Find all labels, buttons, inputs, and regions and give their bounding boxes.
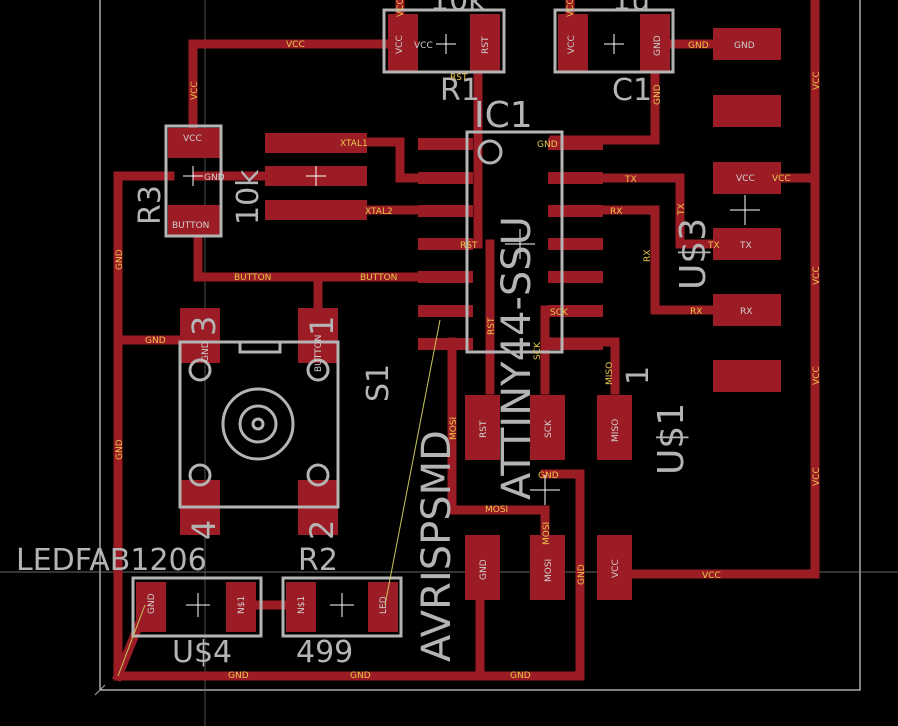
r2-name: R2 (298, 543, 338, 578)
s1-pin1: 1 (303, 316, 341, 336)
pad-isp-miso: MISO (611, 419, 621, 442)
pad-r1-vcc-b: VCC (414, 41, 433, 51)
net-gnd-bottom3: GND (510, 671, 531, 681)
net-vcc-rail3: VCC (812, 366, 822, 385)
trace-vcc-rail (607, 0, 820, 579)
pad-led-n1: N$1 (237, 596, 247, 614)
net-tx-2: TX (707, 241, 720, 251)
net-vcc-top: VCC (286, 40, 305, 50)
ic1-name: IC1 (474, 95, 533, 136)
s1-name: S1 (361, 364, 396, 402)
net-vcc-r3: VCC (190, 81, 200, 100)
net-gnd-bottom1: GND (228, 671, 249, 681)
r3-name: R3 (133, 185, 168, 225)
s1-pin3: 3 (185, 316, 223, 336)
pad-hdr-gnd: GND (734, 41, 755, 51)
net-mosi-1: MOSI (449, 417, 459, 440)
c1-name: C1 (612, 73, 652, 108)
net-vcc-rail2: VCC (812, 266, 822, 285)
pad-s1-gnd: GND (201, 341, 211, 362)
r3-value: 10k (231, 169, 266, 225)
net-vcc-rail4: VCC (812, 467, 822, 486)
net-gnd-bottom2: GND (350, 671, 371, 681)
net-gnd-left3: GND (115, 439, 125, 460)
net-xtal2: XTAL2 (365, 207, 393, 217)
pad-r1-vcc: VCC (395, 35, 405, 54)
ic1-value: ATTINY44-SSU (494, 216, 540, 500)
net-vcc-rail1: VCC (812, 71, 822, 90)
r1-value: 10k (430, 0, 486, 18)
trace-gnd-left-rail (113, 171, 585, 681)
net-vcc-r1: VCC (396, 0, 406, 17)
pad-r3-gnd: GND (204, 173, 225, 183)
net-rst-isp: RST (487, 317, 497, 335)
led-value: LEDFAB1206 (16, 543, 207, 578)
net-button-1: BUTTON (234, 273, 271, 283)
net-vcc-c1: VCC (566, 0, 576, 17)
net-gnd-ic: GND (537, 140, 558, 150)
net-gnd-left2: GND (145, 336, 166, 346)
pad-led-gnd: GND (147, 593, 157, 614)
pad-isp-rst: RST (479, 420, 489, 438)
pad-c1-gnd: GND (653, 35, 663, 56)
net-tx-3: TX (677, 203, 687, 216)
net-gnd-isp-vert: GND (577, 564, 587, 585)
pad-r2-led: LED (379, 596, 389, 614)
pad-hdr-rx: RX (740, 307, 752, 317)
net-rx-3: RX (643, 250, 653, 262)
u4-name: U$4 (172, 635, 232, 670)
trace-vcc-r3-r1 (188, 39, 405, 135)
pad-hdr-vcc: VCC (736, 174, 755, 184)
pad-isp-gnd: GND (479, 559, 489, 580)
pad-r3-button: BUTTON (172, 221, 209, 231)
net-xtal1: XTAL1 (340, 139, 368, 149)
pad-r3-vcc: VCC (183, 134, 202, 144)
net-rx-2: RX (690, 307, 702, 317)
airwires (117, 319, 441, 677)
silkscreen (131, 8, 675, 638)
trace-button (193, 225, 445, 282)
pad-r2-n1: N$1 (297, 596, 307, 614)
net-gnd-c1-vert: GND (653, 84, 663, 105)
net-button-2: BUTTON (360, 273, 397, 283)
net-vcc-bottom: VCC (702, 571, 721, 581)
smd-pads (136, 14, 781, 632)
r2-value: 499 (296, 635, 353, 670)
trace-mosi (447, 337, 550, 545)
pad-hdr-tx: TX (739, 241, 752, 251)
u1-pin1: 1 (621, 366, 656, 385)
net-gnd-c1: GND (688, 41, 709, 51)
u1-name: U$1 (651, 403, 692, 475)
net-sck-2: SCK (533, 341, 543, 360)
trace-rx (549, 205, 725, 315)
net-rst-r1: RST (450, 73, 468, 83)
s1-pin2: 2 (303, 520, 341, 540)
net-rx-1: RX (610, 207, 622, 217)
pad-isp-vcc: VCC (611, 559, 621, 578)
net-mosi-2: MOSI (485, 505, 508, 515)
net-tx-1: TX (624, 175, 637, 185)
net-gnd-left1: GND (115, 249, 125, 270)
avrispsmd-name: AVRISPSMD (414, 430, 460, 662)
trace-tx (549, 173, 720, 249)
s1-pin4: 4 (185, 520, 223, 540)
pad-isp-sck: SCK (544, 419, 554, 438)
pad-s1-button: BUTTON (314, 335, 324, 372)
r1-name: R1 (440, 73, 480, 108)
pad-c1-vcc: VCC (567, 35, 577, 54)
net-vcc-hdr: VCC (772, 174, 791, 184)
origin-marks (183, 34, 760, 617)
pad-r1-rst: RST (481, 36, 491, 54)
u3-name: U$3 (673, 218, 714, 290)
net-gnd-isp: GND (538, 471, 559, 481)
net-rst-ic: RST (460, 241, 478, 251)
net-miso: MISO (605, 362, 615, 385)
pad-isp-mosi: MOSI (544, 559, 554, 582)
c1-value: 1u (612, 0, 650, 18)
net-mosi-3: MOSI (542, 522, 552, 545)
net-sck-1: SCK (550, 308, 569, 318)
